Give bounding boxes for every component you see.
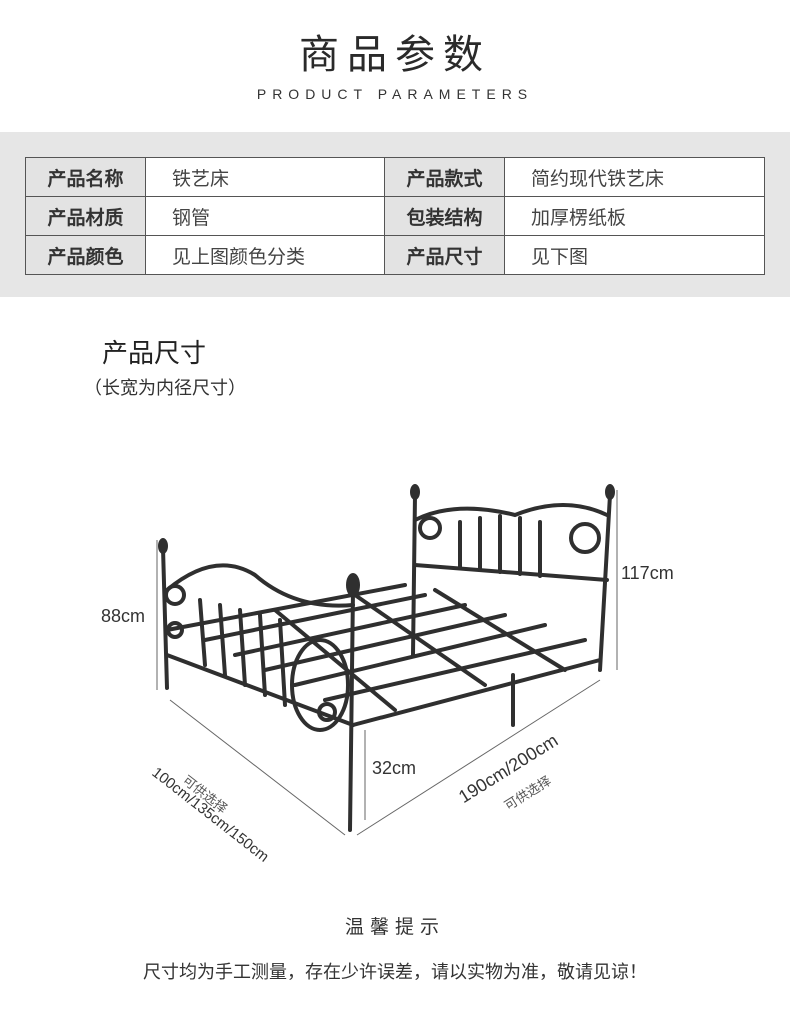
param-value: 见上图颜色分类 bbox=[145, 235, 385, 275]
table-row: 产品材质 钢管 包装结构 加厚楞纸板 bbox=[25, 196, 765, 236]
tips-title: 温馨提示 bbox=[344, 916, 445, 938]
param-value: 铁艺床 bbox=[145, 157, 385, 197]
bed-frame-drawing bbox=[156, 484, 618, 836]
footboard-scroll bbox=[164, 584, 186, 606]
bed-illustration: 88cm 117cm 32cm 100cm/135cm/150cm 可供选择 1… bbox=[95, 480, 790, 866]
param-label: 产品材质 bbox=[25, 196, 146, 236]
foot-left-post bbox=[161, 546, 169, 690]
footboard-large-scroll bbox=[290, 638, 350, 732]
side-rail-left bbox=[165, 583, 407, 632]
size-section-note: （长宽为内径尺寸） bbox=[84, 378, 246, 399]
footboard-height-label: 88cm bbox=[101, 606, 146, 626]
width-line bbox=[169, 699, 346, 836]
side-rail-right bbox=[351, 658, 602, 727]
page-title: 商品参数 bbox=[299, 32, 491, 78]
headboard-height-label: 117cm bbox=[621, 563, 674, 583]
page-subtitle: PRODUCT PARAMETERS bbox=[256, 86, 534, 102]
param-value: 钢管 bbox=[145, 196, 385, 236]
leg-height-label: 32cm bbox=[372, 758, 417, 778]
footboard-top-rail bbox=[165, 563, 355, 608]
table-row: 产品颜色 见上图颜色分类 产品尺寸 见下图 bbox=[25, 235, 765, 275]
foot-right-post bbox=[348, 588, 355, 832]
param-label: 包装结构 bbox=[384, 196, 505, 236]
param-label: 产品颜色 bbox=[25, 235, 146, 275]
param-value: 见下图 bbox=[504, 235, 765, 275]
length-line bbox=[356, 679, 601, 836]
headboard-scroll bbox=[569, 522, 601, 554]
table-row: 产品名称 铁艺床 产品款式 简约现代铁艺床 bbox=[25, 157, 765, 197]
param-value: 简约现代铁艺床 bbox=[504, 157, 765, 197]
headboard-bottom-rail bbox=[413, 563, 609, 582]
head-right-post bbox=[598, 493, 612, 672]
tips-text: 尺寸均为手工测量，存在少许误差，请以实物为准，敬请见谅！ bbox=[143, 962, 647, 983]
param-value: 加厚楞纸板 bbox=[504, 196, 765, 236]
footboard-scroll bbox=[317, 702, 337, 722]
param-label: 产品款式 bbox=[384, 157, 505, 197]
footboard-bottom-rail bbox=[165, 653, 355, 727]
parameters-table: 产品名称 铁艺床 产品款式 简约现代铁艺床 产品材质 钢管 包装结构 加厚楞纸板… bbox=[25, 157, 765, 275]
size-section-title: 产品尺寸 bbox=[102, 339, 207, 369]
param-label: 产品名称 bbox=[25, 157, 146, 197]
param-label: 产品尺寸 bbox=[384, 235, 505, 275]
headboard-scroll bbox=[418, 516, 442, 540]
headboard-top-rail bbox=[413, 503, 609, 522]
